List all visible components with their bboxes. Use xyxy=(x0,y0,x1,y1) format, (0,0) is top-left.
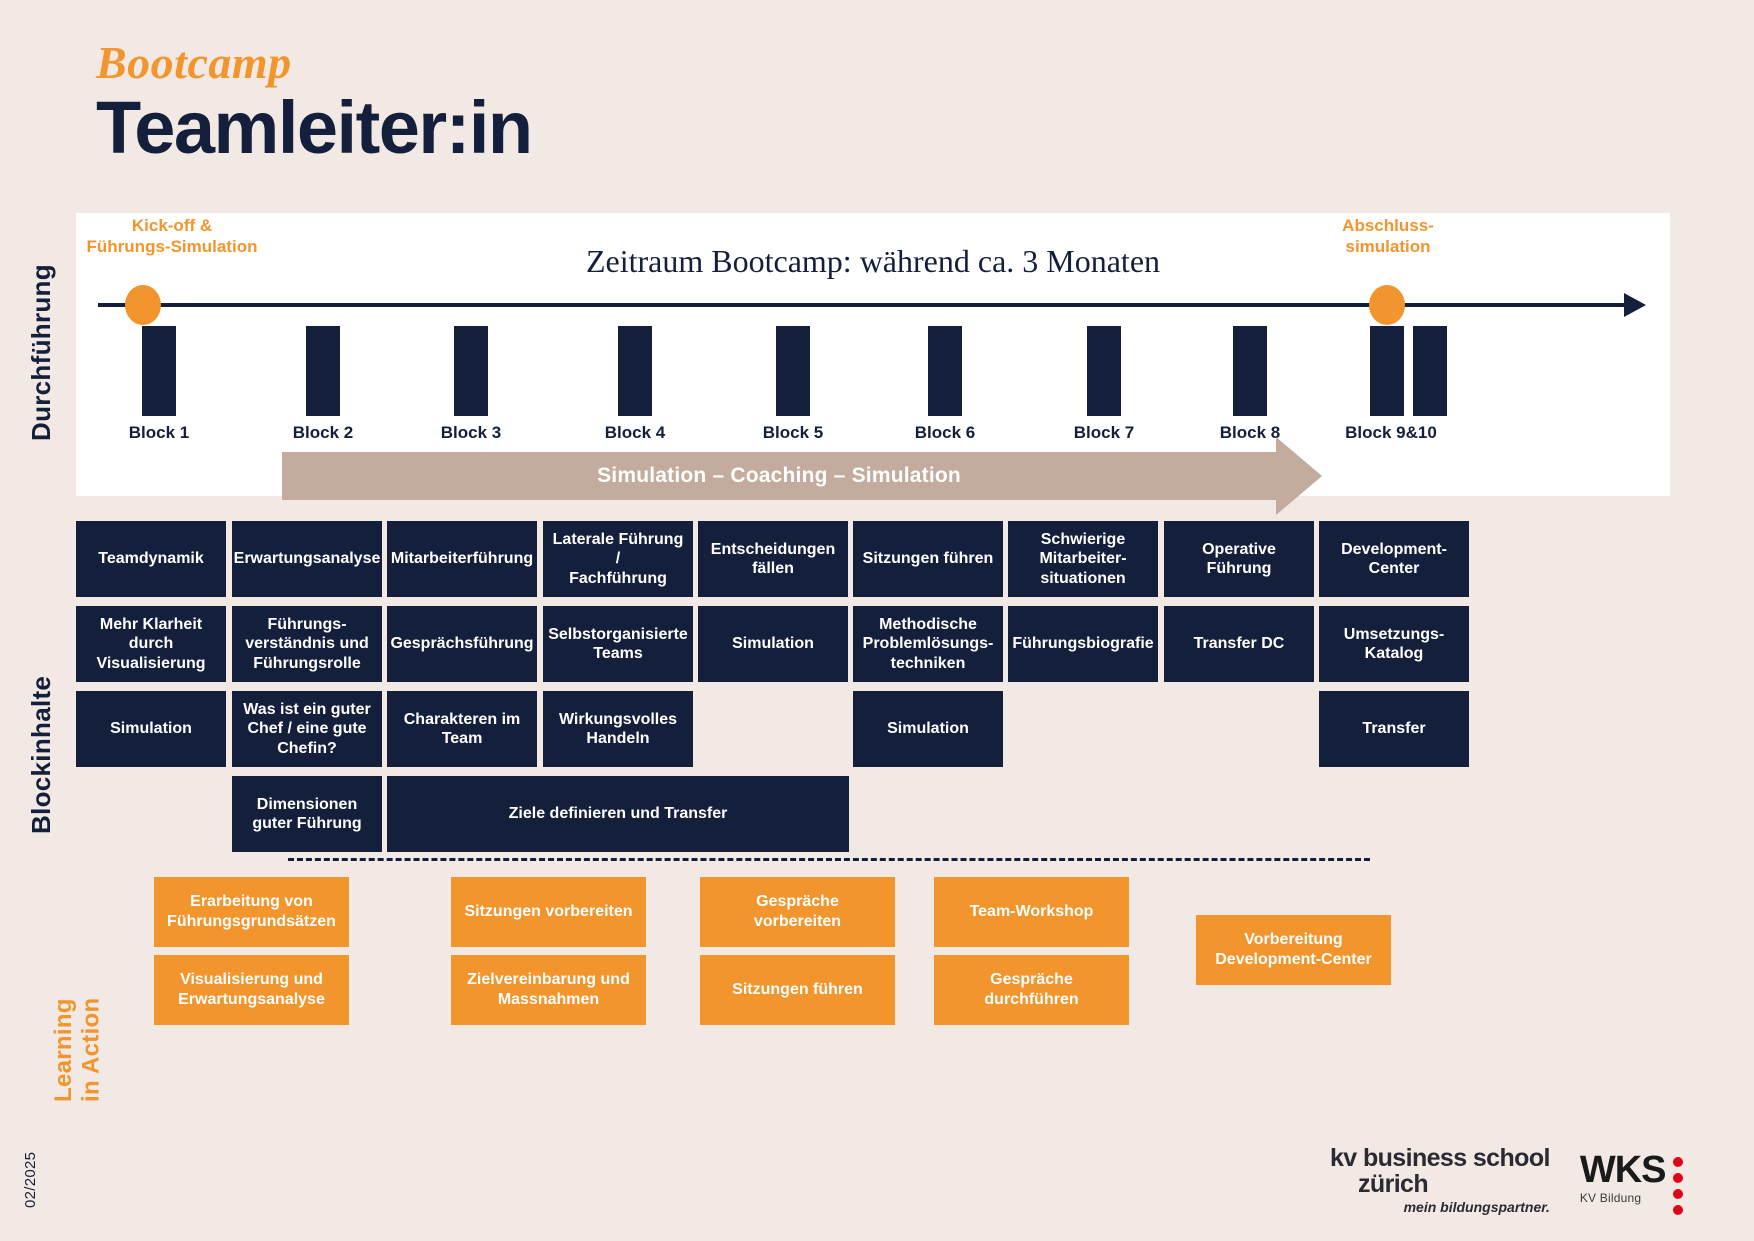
timeline-start-marker xyxy=(125,285,161,325)
wks-logo-sub: KV Bildung xyxy=(1579,1190,1642,1205)
kv-logo-tagline: mein bildungspartner. xyxy=(1403,1199,1550,1215)
wks-logo-name: WKS xyxy=(1579,1149,1667,1191)
blockinhalte-cell[interactable]: Laterale Führung /Fachführung xyxy=(543,521,693,597)
kv-business-school-logo: kv business school zürich mein bildungsp… xyxy=(1330,1145,1550,1215)
arrow-head-icon xyxy=(1276,437,1322,515)
learning-in-action-box[interactable]: Sitzungen führen xyxy=(700,955,895,1025)
timeline-heading: Zeitraum Bootcamp: während ca. 3 Monaten xyxy=(585,243,1161,279)
blockinhalte-cell[interactable]: Simulation xyxy=(698,606,848,682)
timeline-axis xyxy=(98,303,1628,307)
kv-logo-line1: kv business school xyxy=(1330,1144,1550,1172)
timeline-block-label: Block 8 xyxy=(1219,423,1281,442)
blockinhalte-cell[interactable]: Teamdynamik xyxy=(76,521,226,597)
blockinhalte-cell[interactable]: Umsetzungs-Katalog xyxy=(1319,606,1469,682)
blockinhalte-cell[interactable]: Simulation xyxy=(853,691,1003,767)
wks-logo: WKS KV Bildung xyxy=(1579,1149,1683,1215)
blockinhalte-cell[interactable]: Development-Center xyxy=(1319,521,1469,597)
timeline-bar xyxy=(454,326,488,416)
timeline-block-label: Block 7 xyxy=(1073,423,1135,442)
simulation-coaching-arrow: Simulation – Coaching – Simulation xyxy=(282,437,1322,515)
timeline-start-caption: Kick-off &Führungs-Simulation xyxy=(86,216,258,257)
kv-logo-line2: zürich xyxy=(1358,1170,1429,1198)
section-label-blockinhalte: Blockinhalte xyxy=(26,675,56,835)
section-divider xyxy=(288,858,1370,861)
timeline-block-label: Block 2 xyxy=(292,423,354,442)
timeline-bar xyxy=(1087,326,1121,416)
timeline-bar xyxy=(1413,326,1447,416)
timeline-bar xyxy=(928,326,962,416)
timeline-bar xyxy=(776,326,810,416)
blockinhalte-cell[interactable]: Ziele definieren und Transfer xyxy=(387,776,849,852)
timeline-panel: Zeitraum Bootcamp: während ca. 3 Monaten… xyxy=(76,213,1670,496)
learning-in-action-box[interactable]: Sitzungen vorbereiten xyxy=(451,877,646,947)
page-header: Bootcamp Teamleiter:in xyxy=(96,37,533,169)
timeline-block-label: Block 1 xyxy=(128,423,190,442)
timeline-bar xyxy=(618,326,652,416)
wks-dots-icon xyxy=(1672,1153,1683,1215)
blockinhalte-cell[interactable]: Erwartungsanalyse xyxy=(232,521,382,597)
section-label-durchfuehrung: Durchführung xyxy=(26,264,56,441)
blockinhalte-cell[interactable]: Sitzungen führen xyxy=(853,521,1003,597)
page-title: Teamleiter:in xyxy=(96,86,533,169)
blockinhalte-cell[interactable]: Mitarbeiterführung xyxy=(387,521,537,597)
blockinhalte-cell[interactable]: Transfer xyxy=(1319,691,1469,767)
blockinhalte-cell[interactable]: Operative Führung xyxy=(1164,521,1314,597)
timeline-arrow-icon xyxy=(1624,293,1646,317)
logo-bar: kv business school zürich mein bildungsp… xyxy=(1330,1145,1683,1215)
blockinhalte-cell[interactable]: Simulation xyxy=(76,691,226,767)
timeline-bar xyxy=(1370,326,1404,416)
blockinhalte-cell[interactable]: Gesprächsführung xyxy=(387,606,537,682)
timeline-end-caption: Abschluss-simulation xyxy=(1342,216,1434,257)
timeline-block-label: Block 6 xyxy=(914,423,976,442)
learning-in-action-box[interactable]: Team-Workshop xyxy=(934,877,1129,947)
timeline-end-marker xyxy=(1369,285,1405,325)
timeline-bar xyxy=(1233,326,1267,416)
blockinhalte-cell[interactable]: Transfer DC xyxy=(1164,606,1314,682)
timeline-block-label: Block 5 xyxy=(762,423,824,442)
arrow-body xyxy=(282,452,1276,500)
timeline-bar xyxy=(142,326,176,416)
header-kicker: Bootcamp xyxy=(96,37,292,88)
timeline-block-label: Block 4 xyxy=(604,423,666,442)
arrow-label: Simulation – Coaching – Simulation xyxy=(597,464,961,487)
blockinhalte-cell[interactable]: Führungsbiografie xyxy=(1008,606,1158,682)
timeline-bar xyxy=(306,326,340,416)
document-date: 02/2025 xyxy=(22,1151,39,1209)
timeline-block-label: Block 9&10 xyxy=(1345,423,1437,442)
timeline-block-label: Block 3 xyxy=(440,423,502,442)
